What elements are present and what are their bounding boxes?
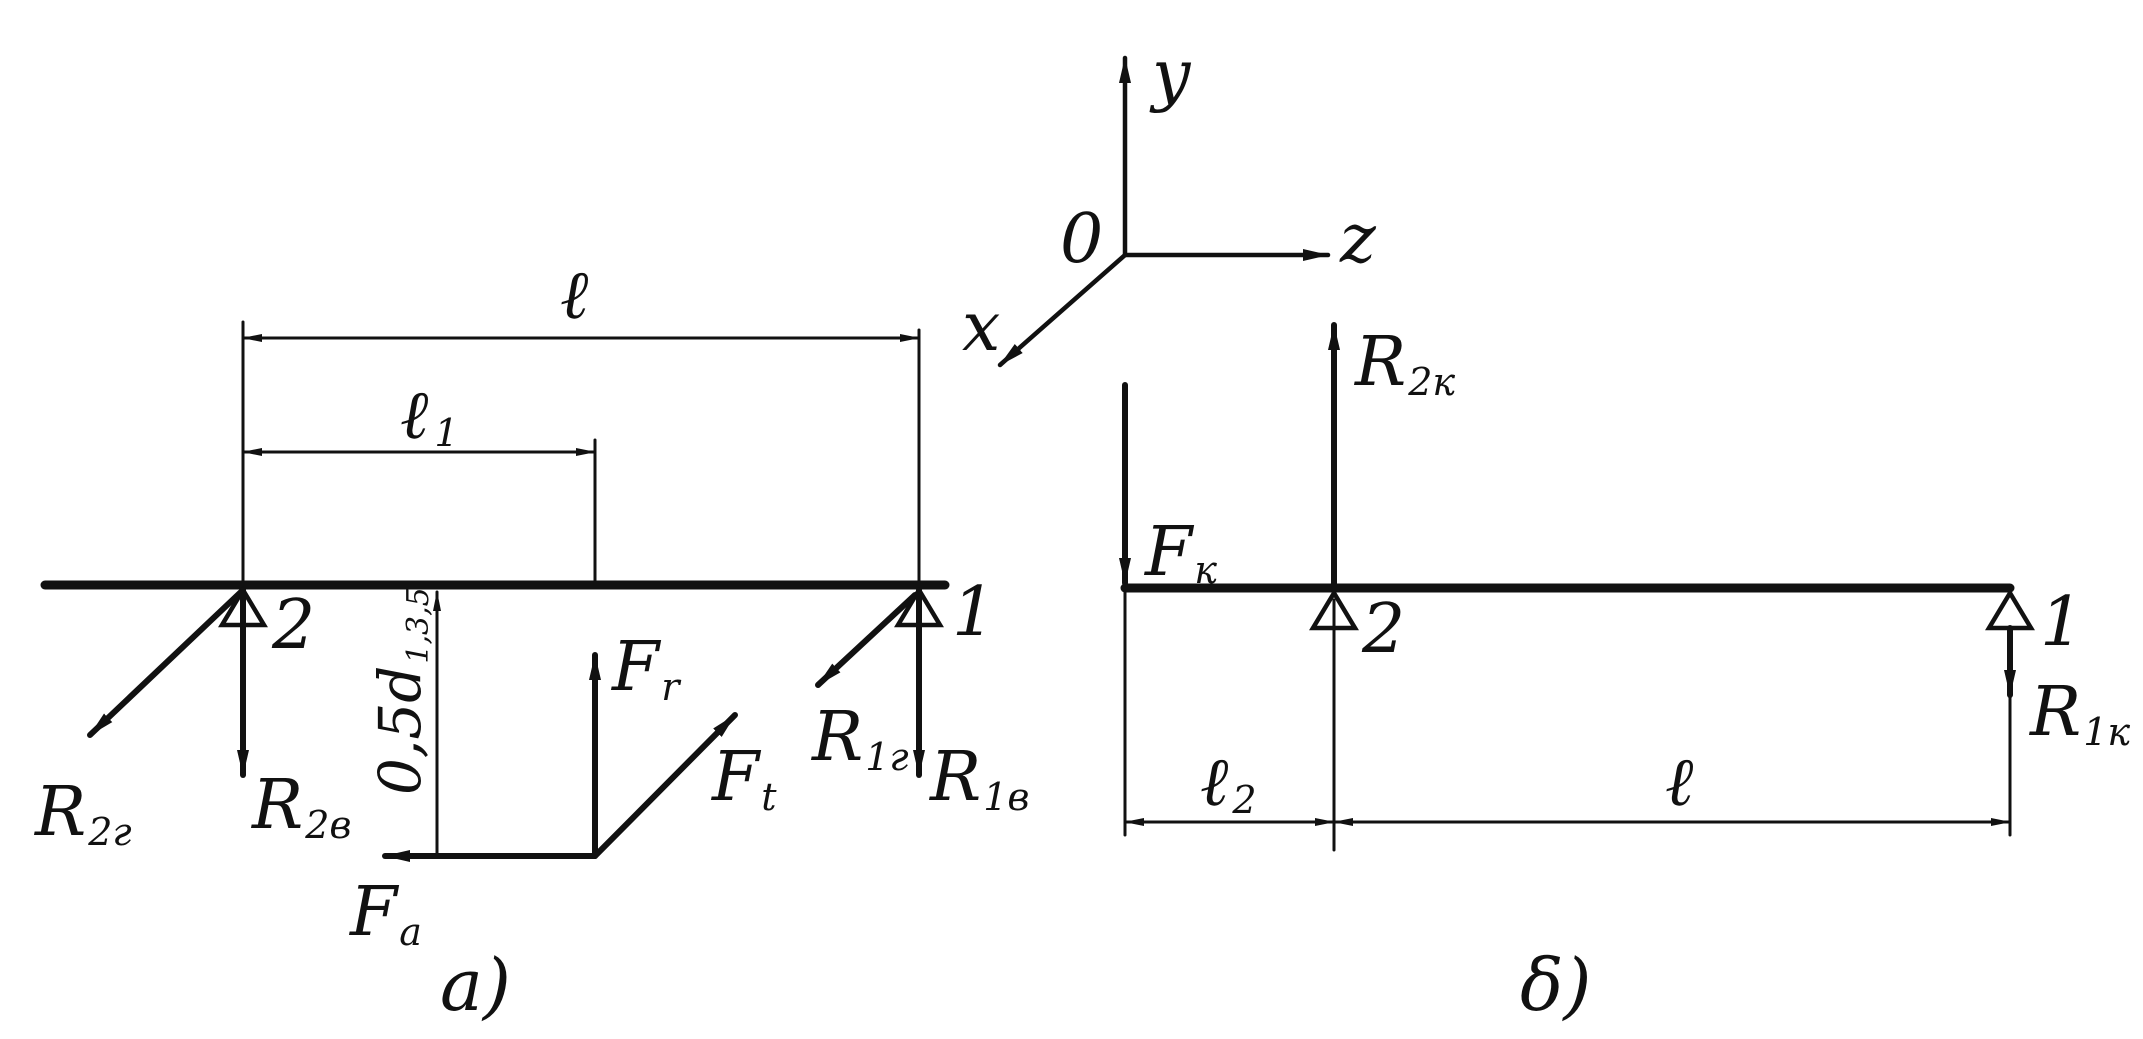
support-1-label: 1 [952, 573, 995, 652]
Fr-main: F [610, 628, 662, 707]
R1v-label: R1в [928, 738, 1030, 819]
R2g-arrow [87, 587, 246, 738]
support-1-b-triangle [1985, 588, 2035, 631]
Fk-main: F [1143, 513, 1195, 592]
dim-l1-sub: 1 [434, 411, 458, 455]
caption-a: a) [440, 943, 511, 1027]
caption-b: δ) [1520, 943, 1591, 1027]
support-2-b-triangle [1309, 588, 1359, 631]
Fr-sub: r [661, 665, 682, 709]
dim-l-b-label: ℓ [1665, 743, 1693, 822]
R1g-main: R [810, 698, 863, 777]
R2k-sub: 2к [1407, 360, 1455, 404]
support-2-b: 2 [1309, 588, 1405, 669]
dim-d-main: 0,5d [366, 666, 434, 795]
dim-l-label: ℓ [560, 256, 588, 335]
Fk-sub: к [1194, 548, 1217, 592]
support-2-b-label: 2 [1361, 590, 1405, 669]
dim-l1-main: ℓ [400, 376, 428, 455]
y-axis-label: y [1149, 36, 1192, 115]
R2k-main: R [1353, 323, 1406, 402]
Ft-arrow [592, 712, 738, 859]
dim-d-sub: 1,3,5 [401, 587, 436, 663]
Ft-label: Ft [710, 738, 777, 819]
dim-d-label: 0,5d1,3,5 [366, 587, 436, 795]
support-2-label: 2 [271, 586, 315, 665]
Fa-sub: a [399, 910, 422, 954]
Fa-label: Fa [348, 873, 422, 954]
coordinate-axes: y z 0 x [962, 36, 1377, 368]
support-2-a: 2 [218, 585, 315, 665]
z-axis-label: z [1339, 200, 1377, 279]
Fk-label: Fк [1143, 513, 1217, 592]
support-1-b: 1 [1985, 583, 2083, 662]
Ft-main: F [710, 738, 762, 817]
R2g-sub: 2г [87, 810, 131, 854]
R1g-label: R1г [810, 698, 909, 779]
R2g-main: R [33, 773, 86, 852]
R1v-sub: 1в [983, 775, 1029, 819]
dim-l2-sub: 2 [1231, 778, 1256, 822]
support-1-b-label: 1 [2040, 583, 2083, 662]
x-axis-arrow [997, 252, 1128, 368]
x-axis-label: x [962, 288, 1000, 367]
Ft-sub: t [761, 775, 777, 819]
R2v-label: R2в [250, 766, 352, 847]
R1k-sub: 1к [2083, 710, 2130, 754]
R2v-sub: 2в [304, 803, 351, 847]
R2k-label: R2к [1353, 323, 1455, 404]
origin-label: 0 [1060, 200, 1103, 279]
R1k-main: R [2028, 673, 2081, 752]
R2v-main: R [250, 766, 303, 845]
R1g-sub: 1г [865, 735, 908, 779]
Fr-label: Fr [610, 628, 682, 709]
R1g-arrow [815, 592, 918, 688]
Fa-main: F [348, 873, 400, 952]
R1v-main: R [928, 738, 981, 817]
R2g-label: R2г [33, 773, 132, 854]
R1k-label: R1к [2028, 673, 2130, 754]
dim-l2-main: ℓ [1200, 743, 1228, 822]
